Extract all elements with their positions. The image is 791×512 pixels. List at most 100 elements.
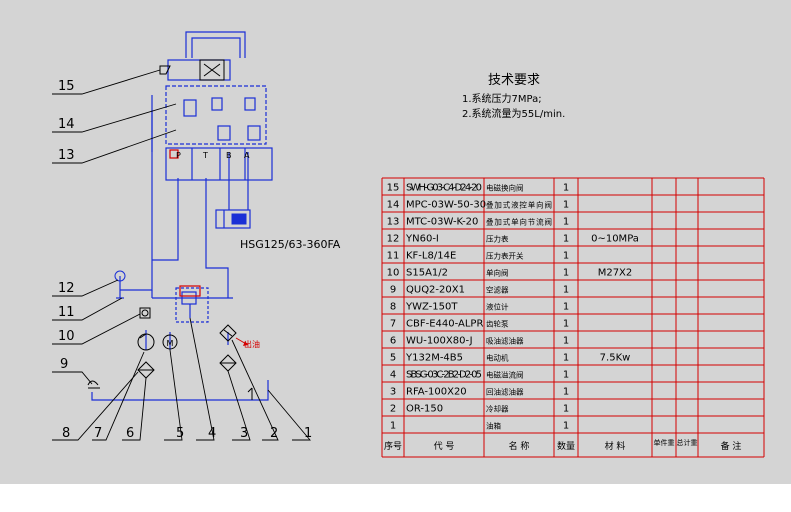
callout-13: 13	[58, 148, 75, 163]
callout-11: 11	[58, 305, 75, 320]
table-cell-name: 电磁溢流阀	[486, 370, 524, 380]
callout-14: 14	[58, 117, 75, 132]
table-cell-qty: 1	[563, 183, 569, 194]
table-cell-seq: 15	[387, 183, 400, 194]
callout-10: 10	[58, 329, 75, 344]
tech-requirements-title: 技术要求	[488, 73, 540, 88]
table-cell-code: YN60-I	[405, 234, 439, 245]
callout-7: 7	[94, 426, 102, 441]
table-header-total-weight: 总计重	[677, 438, 698, 447]
cylinder-label: HSG125/63-360FA	[240, 238, 341, 251]
table-cell-name: 空滤器	[486, 285, 509, 295]
callout-2: 2	[270, 426, 278, 441]
tech-requirement-2: 2.系统流量为55L/min.	[462, 107, 565, 120]
table-cell-name: 叠加式单向节流阀	[486, 217, 552, 227]
callout-8: 8	[62, 426, 70, 441]
table-cell-qty: 1	[563, 200, 569, 211]
table-cell-qty: 1	[563, 336, 569, 347]
table-cell-code: WU-100X80-J	[406, 336, 473, 347]
component-symbols: M	[87, 59, 253, 400]
table-cell-code: S15A1/2	[406, 268, 448, 279]
table-cell-name: 齿轮泵	[486, 319, 509, 329]
table-cell-seq: 4	[390, 370, 396, 381]
outlet-arrow: 出油	[235, 337, 260, 349]
port-b-label: B	[226, 151, 232, 160]
table-cell-seq: 14	[387, 200, 400, 211]
table-cell-name: 压力表开关	[486, 251, 524, 261]
table-cell-name: 液位计	[486, 302, 509, 312]
table-cell-qty: 1	[563, 387, 569, 398]
table-cell-name: 电动机	[486, 353, 509, 363]
table-cell-material: 7.5Kw	[600, 353, 631, 364]
table-cell-seq: 8	[390, 302, 396, 313]
table-cell-name: 吸油滤油器	[486, 336, 524, 346]
outlet-label: 出油	[244, 339, 260, 349]
table-cell-seq: 3	[390, 387, 396, 398]
table-cell-code: MTC-03W-K-20	[406, 217, 478, 228]
tech-requirement-1: 1.系统压力7MPa;	[462, 92, 542, 105]
table-cell-name: 冷却器	[486, 404, 509, 414]
table-cell-code: QUQ2-20X1	[406, 285, 465, 296]
table-cell-name: 电磁换向阀	[486, 183, 524, 193]
table-cell-qty: 1	[563, 421, 569, 432]
table-cell-code: SBSG-03C-2B2-D2-05	[406, 370, 482, 381]
tech-requirements: 技术要求 1.系统压力7MPa; 2.系统流量为55L/min.	[462, 73, 565, 120]
table-header-name: 名 称	[509, 440, 530, 452]
table-header-seq: 序号	[384, 440, 402, 452]
svg-text:M: M	[167, 339, 174, 348]
callout-12: 12	[58, 281, 75, 296]
table-cell-qty: 1	[563, 251, 569, 262]
callout-5: 5	[176, 426, 184, 441]
table-cell-code: MPC-03W-50-30	[406, 200, 486, 211]
callout-15: 15	[58, 79, 75, 94]
port-p-label: P	[176, 151, 181, 160]
red-components	[169, 149, 201, 297]
table-cell-material: 0~10MPa	[591, 234, 639, 245]
table-cell-name: 油箱	[486, 421, 501, 431]
table-cell-seq: 13	[387, 217, 400, 228]
port-a-label: A	[244, 151, 250, 160]
callout-9: 9	[60, 357, 68, 372]
callout-leaders	[52, 69, 311, 441]
hydraulic-schematic: M 出油 P T B A HSG125/63-360FA	[52, 31, 765, 458]
callout-1: 1	[304, 426, 312, 441]
table-cell-code: YWZ-150T	[405, 302, 458, 313]
callout-3: 3	[240, 426, 248, 441]
table-cell-qty: 1	[563, 302, 569, 313]
callout-4: 4	[208, 426, 216, 441]
table-cell-seq: 1	[390, 421, 396, 432]
table-cell-seq: 6	[390, 336, 396, 347]
table-cell-qty: 1	[563, 268, 569, 279]
table-cell-qty: 1	[563, 217, 569, 228]
table-header-qty: 数量	[557, 440, 575, 452]
table-cell-name: 回油滤油器	[486, 387, 524, 397]
table-cell-code: Y132M-4B5	[405, 353, 463, 364]
table-cell-qty: 1	[563, 234, 569, 245]
table-cell-seq: 10	[387, 268, 400, 279]
table-cell-code: KF-L8/14E	[406, 251, 456, 262]
valve-port-labels: P T B A	[176, 151, 250, 160]
table-header-material: 材 料	[605, 440, 626, 452]
callout-numbers: 15 14 13 12 11 10 9 8 7 6 5 4 3 2 1	[58, 79, 312, 441]
table-header-unit-weight: 单件重	[654, 438, 675, 447]
table-cell-code: CBF-E440-ALPR	[406, 319, 483, 330]
callout-6: 6	[126, 426, 134, 441]
port-t-label: T	[202, 151, 208, 160]
table-cell-qty: 1	[563, 370, 569, 381]
drawing-canvas: M 出油 P T B A HSG125/63-360FA	[0, 0, 791, 484]
table-cell-seq: 7	[390, 319, 396, 330]
table-cell-seq: 12	[387, 234, 400, 245]
table-cell-seq: 9	[390, 285, 396, 296]
table-header-code: 代 号	[434, 441, 455, 452]
table-header-remark: 备 注	[721, 440, 742, 452]
table-cell-name: 压力表	[486, 234, 509, 244]
table-cell-seq: 2	[390, 404, 396, 415]
table-cell-code: RFA-100X20	[406, 387, 467, 398]
table-cell-name: 单向阀	[486, 268, 509, 278]
table-cell-code: OR-150	[406, 404, 443, 415]
table-cell-name: 叠加式液控单向阀	[486, 200, 552, 210]
table-cell-qty: 1	[563, 353, 569, 364]
table-cell-seq: 11	[387, 251, 400, 262]
table-cell-qty: 1	[563, 285, 569, 296]
